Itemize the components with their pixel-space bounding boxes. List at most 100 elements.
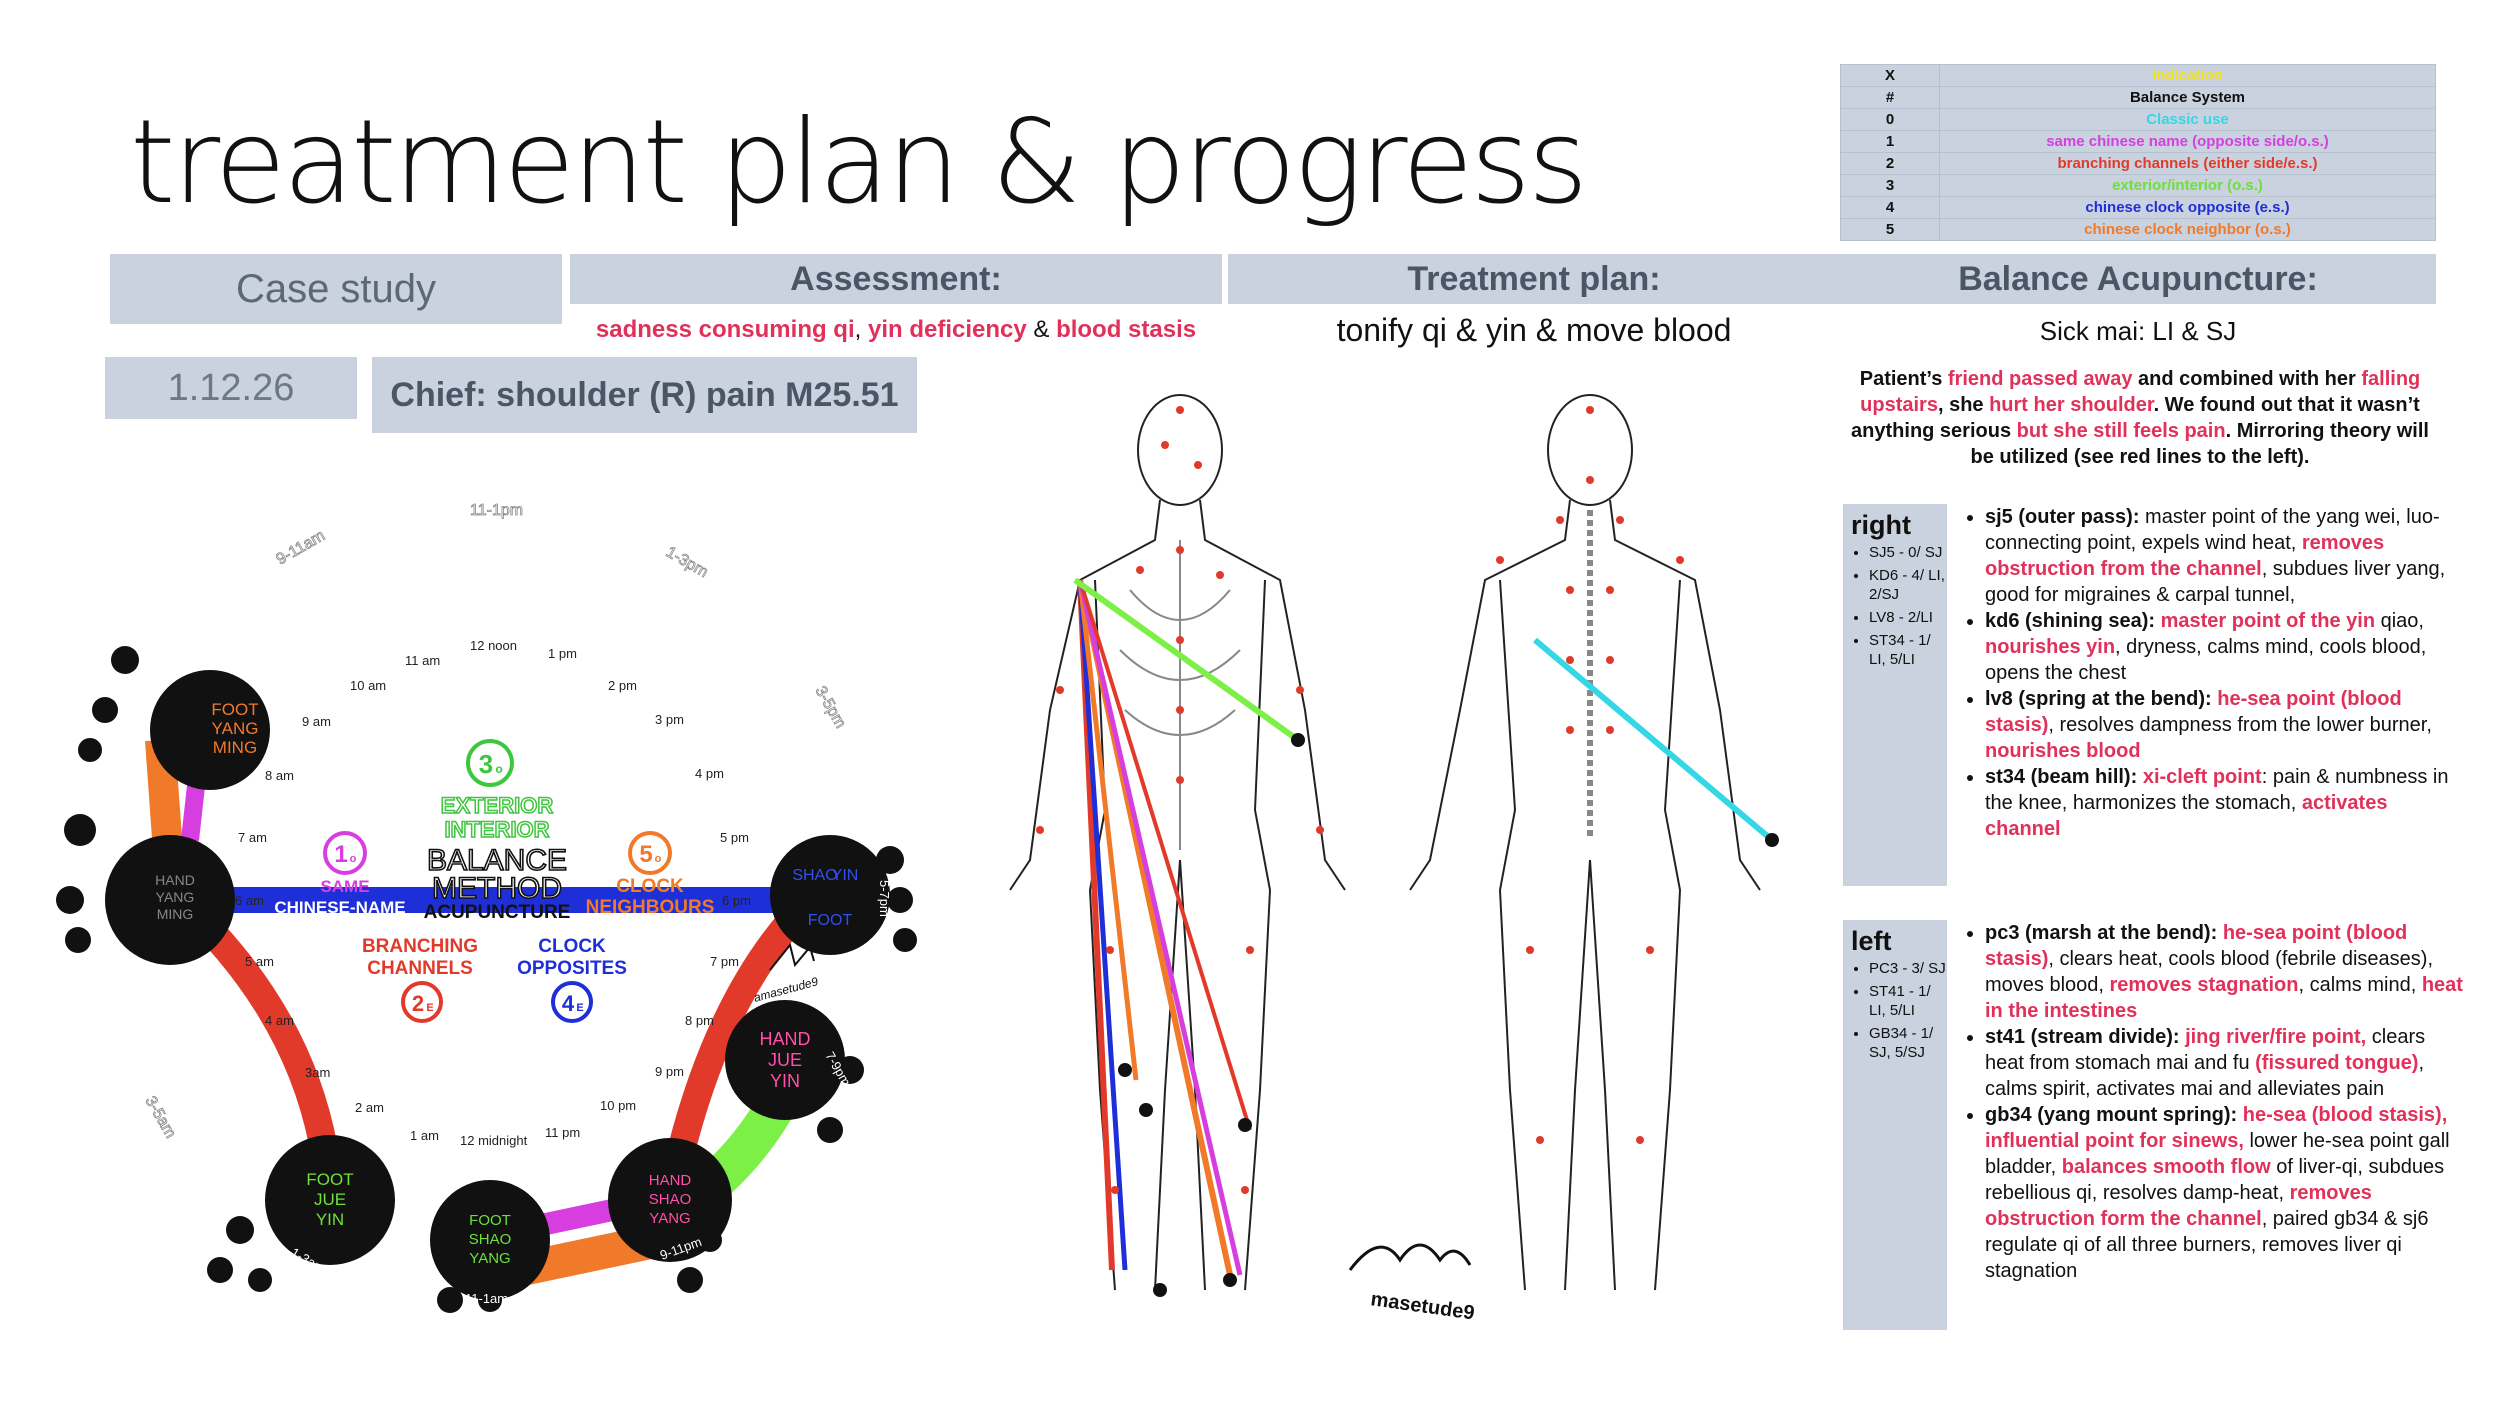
note-pc3: pc3 (marsh at the bend): he-sea point (b… (1985, 920, 2465, 1024)
legend-label: same chinese name (opposite side/o.s.) (1939, 130, 2436, 153)
hour-label: 4 pm (695, 766, 724, 781)
acupoint (1241, 1186, 1249, 1194)
channel-label: HAND (155, 872, 195, 888)
note-kd6: kd6 (shining sea): master point of the y… (1985, 608, 2465, 686)
back-figure (1409, 394, 1761, 1291)
legend-number: 0 (1840, 108, 1940, 131)
ring-dot (248, 1268, 272, 1292)
system-sub: o (655, 853, 662, 865)
ring-dot (207, 1257, 233, 1283)
left-heading: left (1851, 926, 1892, 956)
system-sub: o (495, 762, 502, 776)
ring-dot (92, 697, 118, 723)
ring-dot (111, 646, 139, 674)
acupoint (1616, 516, 1624, 524)
point-marker (1153, 1283, 1167, 1297)
hour-label: 5 pm (720, 830, 749, 845)
channel-label: YANG (649, 1210, 690, 1227)
legend-label: Indication (1939, 64, 2436, 87)
left-notes: pc3 (marsh at the bend): he-sea point (b… (1965, 920, 2465, 1284)
legend-row: #Balance System (1840, 86, 2436, 109)
balance-method-clock-diagram: FOOT YANG MING HAND YANG MING SHAO YIN F… (56, 502, 917, 1313)
hour-label: 8 am (265, 768, 294, 783)
note-name: st34 (beam hill): (1985, 766, 2138, 788)
acupoint (1216, 571, 1224, 579)
ring-dot (64, 814, 96, 846)
right-point: KD6 - 4/ LI, 2/SJ (1869, 566, 1947, 604)
back-head (1547, 394, 1633, 506)
hour-label: 3 pm (655, 712, 684, 727)
channel-label: SHAO (792, 867, 837, 884)
range-label: 1-3pm (663, 544, 711, 581)
note-text: : pain & numbness in the knee, harmonize… (1985, 766, 2449, 814)
acupoint (1566, 586, 1574, 594)
point-marker (1223, 1273, 1237, 1287)
hour-label: 1 pm (548, 646, 577, 661)
channel-circle (105, 835, 235, 965)
back-left-arm (1409, 499, 1571, 891)
meridian-line (1077, 579, 1128, 1271)
acupoint (1316, 826, 1324, 834)
system-labels: 3 o EXTERIOR INTERIOR 1 o SAME CHINESE-N… (274, 739, 715, 1023)
acupoint (1606, 586, 1614, 594)
system-4-badge (551, 981, 593, 1023)
right-point: LV8 - 2/LI (1869, 608, 1947, 627)
acupoint (1176, 406, 1184, 414)
signature-scribble (1348, 1243, 1472, 1271)
channel-circle (725, 1000, 845, 1120)
legend-label: branching channels (either side/e.s.) (1939, 152, 2436, 175)
acupoint-dots (1036, 406, 1684, 1194)
channel-label: YANG (156, 889, 195, 905)
note-highlight: he-sea point (blood stasis) (1985, 688, 2402, 736)
system-3-badge (466, 739, 514, 787)
center-title: BALANCE METHOD ACUPUNCTURE (424, 843, 571, 923)
channel-hand-shao-yang: HAND SHAO YANG (608, 1138, 732, 1262)
hour-label: 5 am (245, 954, 274, 969)
system-label: NEIGHBOURS (586, 897, 715, 918)
narr-t3: , she (1937, 394, 1990, 416)
meridian-line (1077, 579, 1139, 1081)
front-right-side (1244, 579, 1272, 1291)
acupoint (1176, 706, 1184, 714)
channel-label: SHAO (649, 1191, 692, 1208)
hour-label: 9 am (302, 714, 331, 729)
range-label: 5-7pm (877, 880, 892, 917)
note-text: lower he-sea point gall bladder, (1985, 1130, 2450, 1178)
system-num: 3 (479, 749, 493, 779)
note-highlight: removes obstruction form the channel (1985, 1182, 2372, 1230)
system-5-badge (628, 831, 672, 875)
narr-t5: . Mirroring theory will be utilized (see… (1970, 420, 2429, 468)
system-num: 2 (412, 991, 424, 1016)
legend-label: exterior/interior (o.s.) (1939, 174, 2436, 197)
left-point: ST41 - 1/ LI, 5/LI (1869, 982, 1947, 1020)
signature-scribble (769, 942, 815, 971)
note-text: master point of the yang wei, luo-connec… (1985, 506, 2440, 554)
legend-number: 2 (1840, 152, 1940, 175)
note-highlight: heat in the intestines (1985, 974, 2463, 1022)
case-study-header: Case study (110, 254, 562, 324)
assessment-header: Assessment: (570, 254, 1222, 304)
note-highlight: he-sea (blood stasis), influential point… (1985, 1104, 2448, 1152)
hour-label: 12 noon (470, 638, 517, 653)
hour-label: 11 am (405, 653, 440, 668)
ring-dot (56, 886, 84, 914)
meridian-line (1533, 637, 1774, 843)
note-text: qiao, (2375, 610, 2424, 632)
hour-label: 7 pm (710, 954, 739, 969)
ring-dot (437, 1287, 463, 1313)
channel-label: MING (157, 906, 194, 922)
note-name: gb34 (yang mount spring): (1985, 1104, 2238, 1126)
point-marker (1238, 1118, 1252, 1132)
left-point-list: PC3 - 3/ SJ ST41 - 1/ LI, 5/LI GB34 - 1/… (1843, 959, 1947, 1062)
right-point-list: SJ5 - 0/ SJ KD6 - 4/ LI, 2/SJ LV8 - 2/LI… (1843, 543, 1947, 669)
case-narrative: Patient’s friend passed away and combine… (1840, 366, 2440, 470)
right-point: ST34 - 1/ LI, 5/LI (1869, 631, 1947, 669)
balance-value: Sick mai: LI & SJ (2039, 316, 2237, 346)
note-name: st41 (stream divide): (1985, 1026, 2180, 1048)
assessment-value: sadness consuming qi, yin deficiency & b… (570, 316, 1222, 344)
figure-signature: masetude9 (1348, 1243, 1476, 1324)
